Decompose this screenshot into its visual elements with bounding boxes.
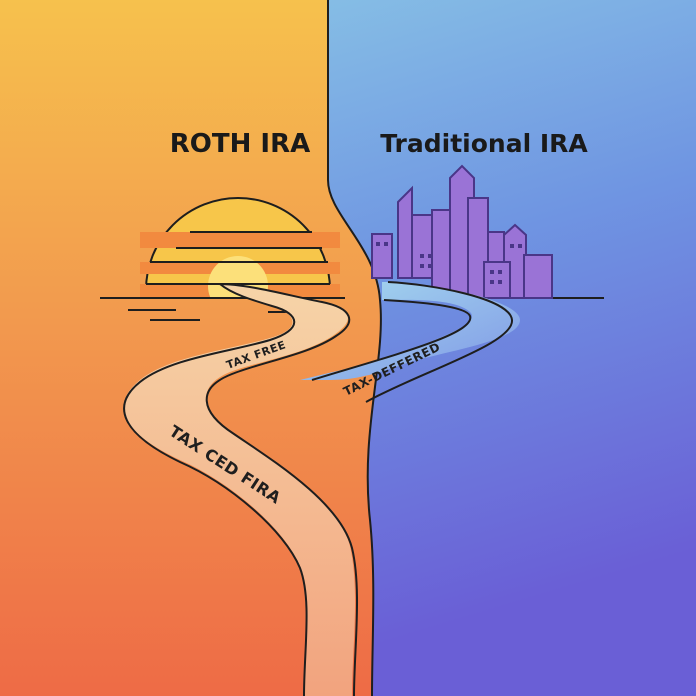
road-edge-left: [123, 283, 308, 696]
road-edge-right: [205, 283, 359, 696]
roth-road: [123, 283, 356, 696]
tax-deferred-river: [300, 282, 520, 380]
river-edge-inner: [311, 299, 472, 381]
traditional-ira-title: Traditional IRA: [380, 129, 588, 158]
sun-icon: [140, 197, 340, 298]
city-windows: [376, 242, 522, 284]
roth-ira-title: ROTH IRA: [170, 129, 311, 159]
river-edge-outer: [365, 281, 514, 403]
